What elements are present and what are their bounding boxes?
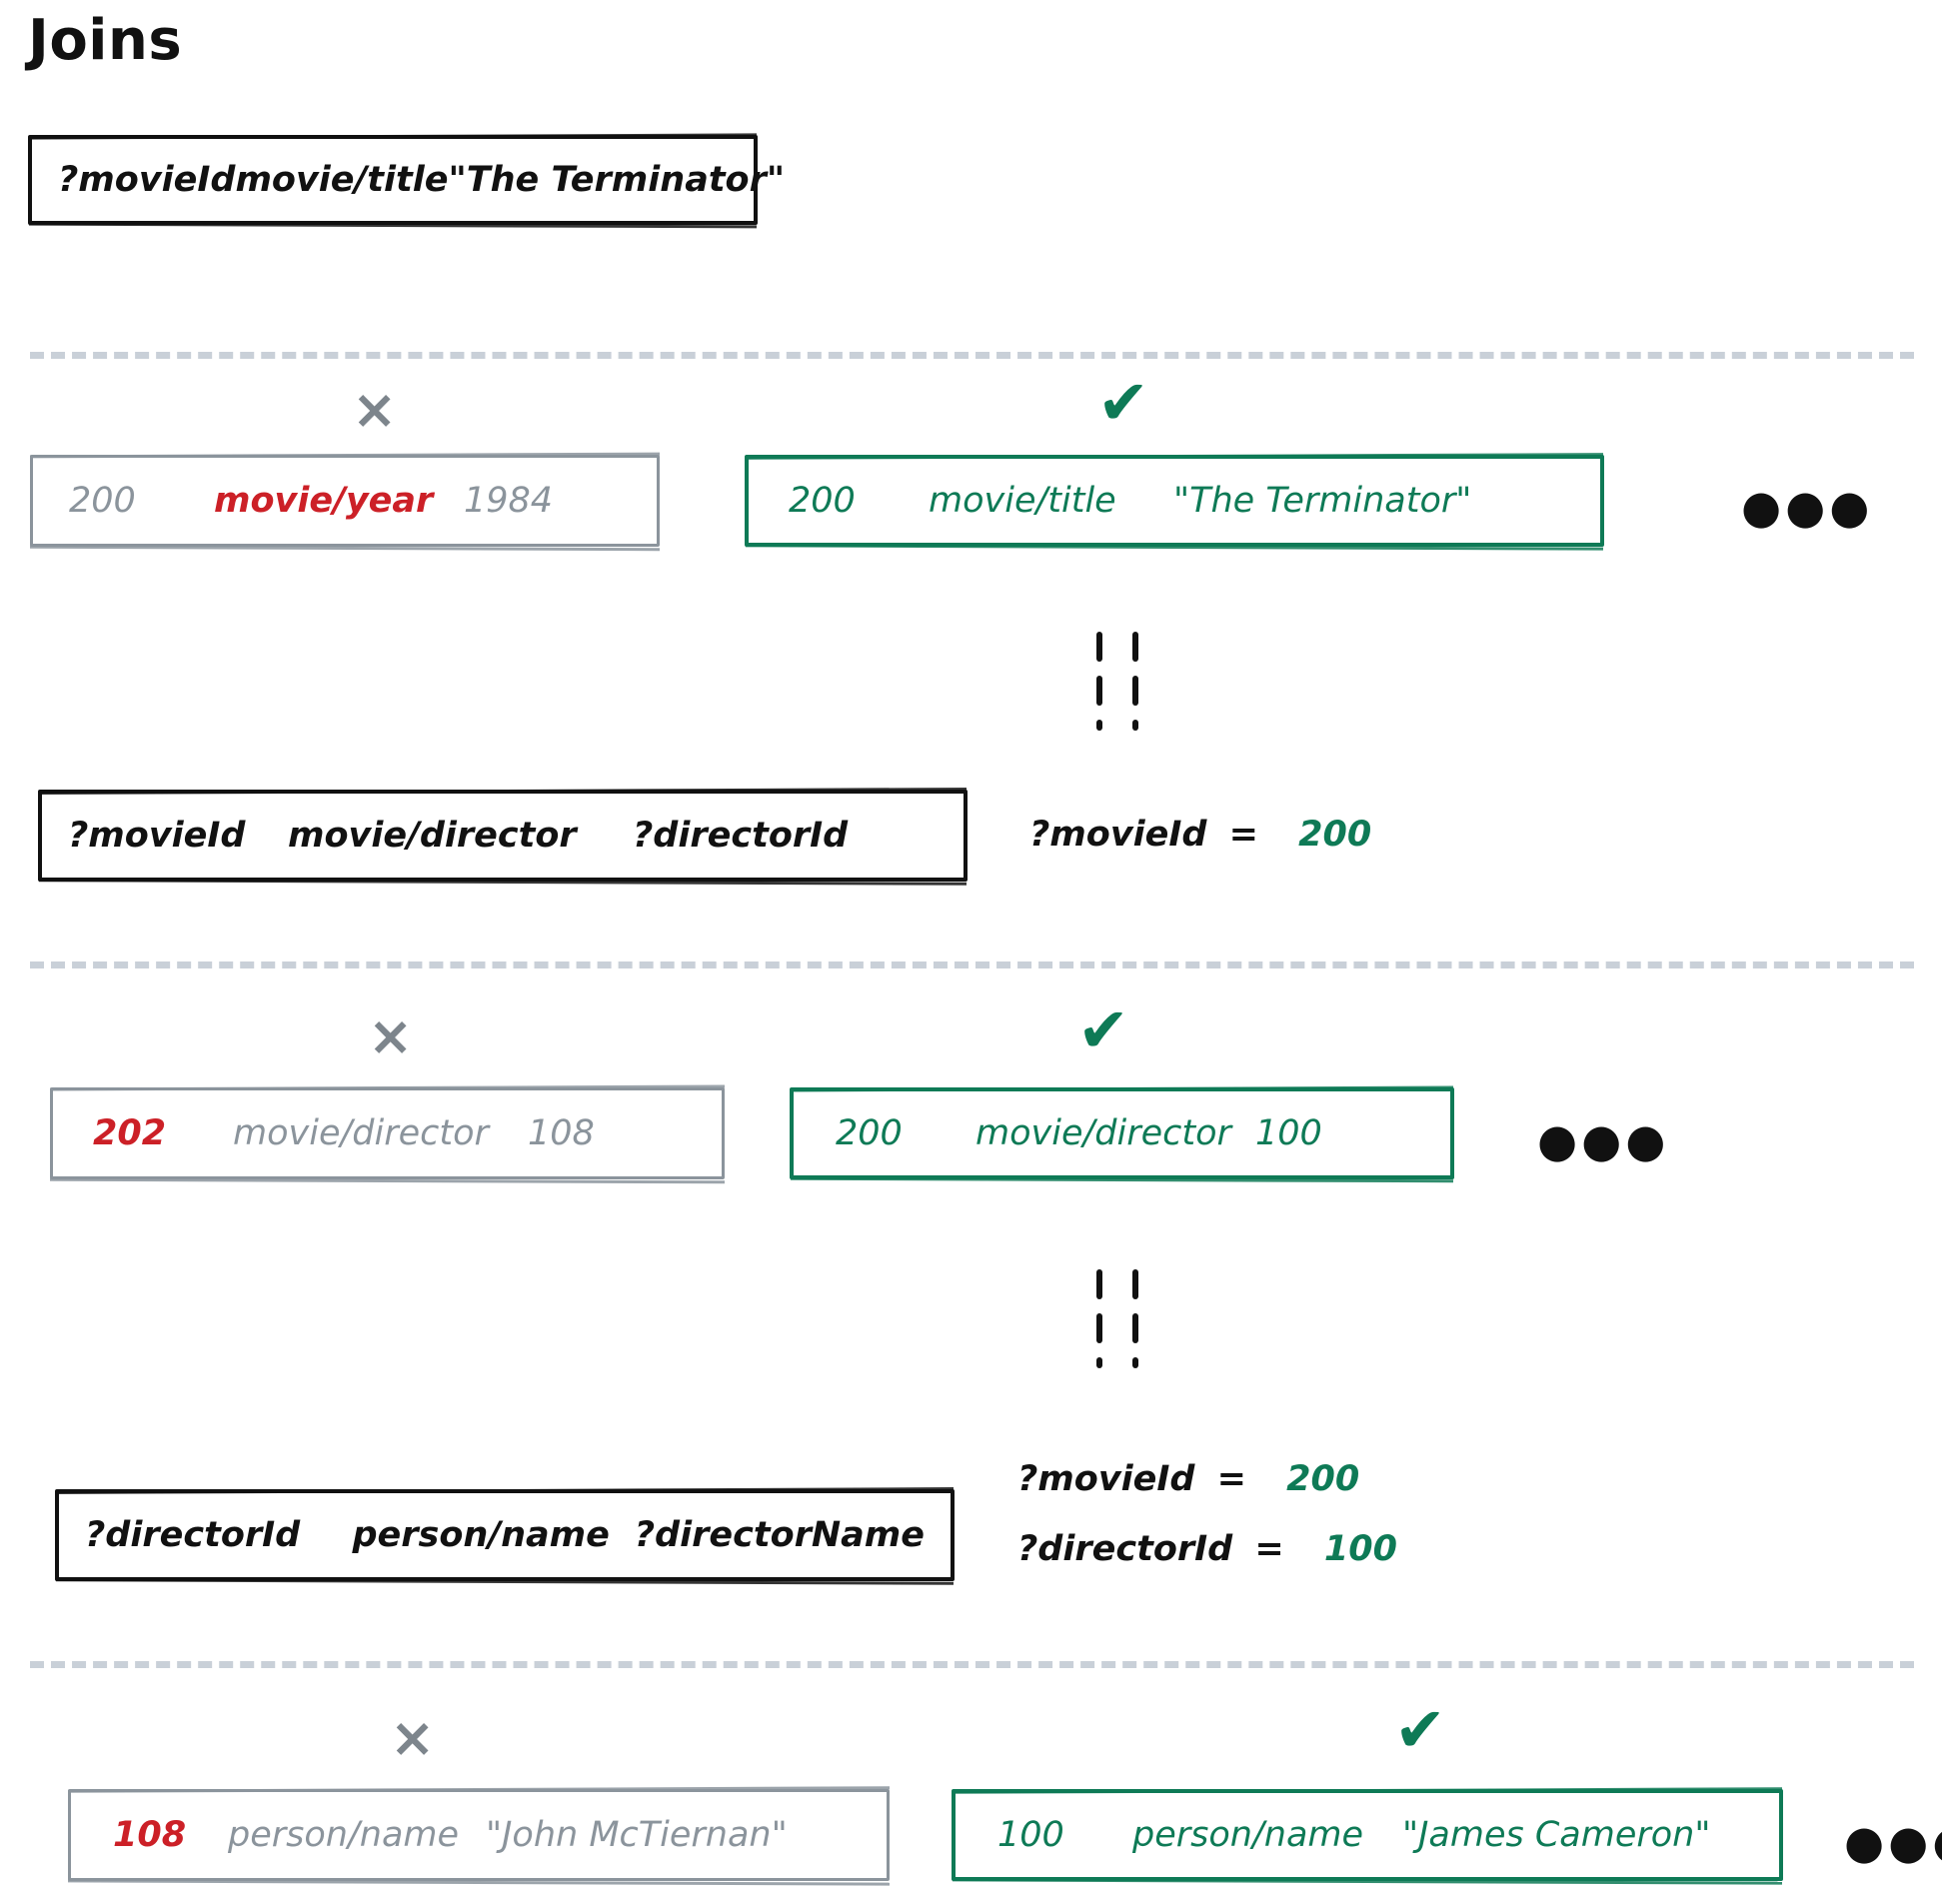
join-connector-1	[1096, 632, 1138, 731]
connector-dash	[1132, 1357, 1138, 1368]
connector-dash	[1096, 1357, 1102, 1368]
connector-column-left	[1096, 1269, 1102, 1368]
pattern-entity: ?directorId	[85, 1515, 301, 1555]
query-pattern-box-2: ?movieId movie/director ?directorId	[38, 790, 968, 882]
binding-variable: ?movieId	[1029, 815, 1207, 855]
connector-dash	[1096, 720, 1102, 731]
section-separator-3	[30, 1661, 1914, 1668]
connector-dash	[1132, 1313, 1138, 1343]
connector-dash	[1132, 720, 1138, 731]
query-pattern-box-1: ?movieId movie/title "The Terminator"	[28, 135, 785, 225]
fact-box-rejected-1: 200 movie/year 1984	[30, 455, 660, 547]
fact-attribute: movie/director	[233, 1113, 489, 1153]
binding-variable: ?movieId	[1017, 1459, 1195, 1499]
more-facts-ellipsis: ●●●	[1537, 1113, 1670, 1167]
fact-box-accepted-3: 100 person/name "James Cameron"	[952, 1789, 1783, 1881]
binding-value: 200	[1298, 815, 1372, 855]
check-icon: ✔	[1077, 993, 1129, 1066]
binding-value: 100	[1323, 1529, 1397, 1569]
join-connector-2	[1096, 1269, 1138, 1368]
section-separator-2	[30, 961, 1914, 968]
fact-value: 1984	[464, 481, 554, 521]
connector-dash	[1096, 632, 1102, 662]
check-icon: ✔	[1394, 1693, 1446, 1766]
fact-box-rejected-3: 108 person/name "John McTiernan"	[68, 1789, 890, 1881]
fact-value: "John McTiernan"	[486, 1815, 788, 1855]
section-separator-1	[30, 352, 1914, 359]
fact-attribute: movie/year	[214, 481, 434, 521]
binding-row: ?directorId = 100	[1017, 1529, 1397, 1569]
fact-value: 100	[1255, 1113, 1322, 1153]
fact-value: 108	[528, 1113, 595, 1153]
pattern-attribute: person/name	[352, 1515, 610, 1555]
fact-entity: 200	[789, 481, 856, 521]
fact-box-rejected-2: 202 movie/director 108	[50, 1087, 725, 1179]
fact-attribute: movie/director	[975, 1113, 1231, 1153]
pattern-attribute: movie/director	[288, 816, 577, 856]
fact-entity: 202	[93, 1113, 167, 1153]
connector-dash	[1132, 676, 1138, 706]
fact-value: "James Cameron"	[1402, 1815, 1711, 1855]
more-facts-ellipsis: ●●●	[1844, 1815, 1942, 1869]
binding-row: ?movieId = 200	[1029, 815, 1371, 855]
fact-attribute: person/name	[1132, 1815, 1364, 1855]
connector-column-right	[1132, 1269, 1138, 1368]
fact-entity: 200	[836, 1113, 903, 1153]
page-title: Joins	[28, 8, 183, 73]
binding-variable: ?directorId	[1017, 1529, 1233, 1569]
binding-equals: =	[1228, 815, 1258, 855]
fact-value: "The Terminator"	[1173, 481, 1472, 521]
binding-value: 200	[1286, 1459, 1360, 1499]
cross-icon: ×	[368, 1004, 414, 1067]
fact-attribute: movie/title	[929, 481, 1116, 521]
connector-dash	[1096, 1269, 1102, 1299]
connector-dash	[1132, 632, 1138, 662]
cross-icon: ×	[352, 378, 398, 441]
fact-attribute: person/name	[228, 1815, 460, 1855]
connector-column-left	[1096, 632, 1102, 731]
fact-box-accepted-2: 200 movie/director 100	[790, 1087, 1454, 1179]
binding-equals: =	[1216, 1459, 1246, 1499]
connector-dash	[1132, 1269, 1138, 1299]
check-icon: ✔	[1097, 366, 1149, 439]
pattern-attribute: movie/title	[235, 160, 449, 200]
fact-box-accepted-1: 200 movie/title "The Terminator"	[745, 455, 1604, 547]
pattern-value: ?directorId	[633, 816, 849, 856]
cross-icon: ×	[390, 1706, 436, 1769]
pattern-entity: ?movieId	[68, 816, 246, 856]
query-pattern-box-3: ?directorId person/name ?directorName	[55, 1489, 955, 1581]
pattern-value: ?directorName	[634, 1515, 925, 1555]
more-facts-ellipsis: ●●●	[1741, 480, 1874, 534]
binding-row: ?movieId = 200	[1017, 1459, 1359, 1499]
pattern-entity: ?movieId	[58, 160, 236, 200]
fact-entity: 108	[113, 1815, 187, 1855]
connector-column-right	[1132, 632, 1138, 731]
fact-entity: 100	[997, 1815, 1064, 1855]
pattern-value: "The Terminator"	[448, 160, 786, 200]
connector-dash	[1096, 1313, 1102, 1343]
binding-equals: =	[1254, 1529, 1284, 1569]
fact-entity: 200	[69, 481, 136, 521]
connector-dash	[1096, 676, 1102, 706]
